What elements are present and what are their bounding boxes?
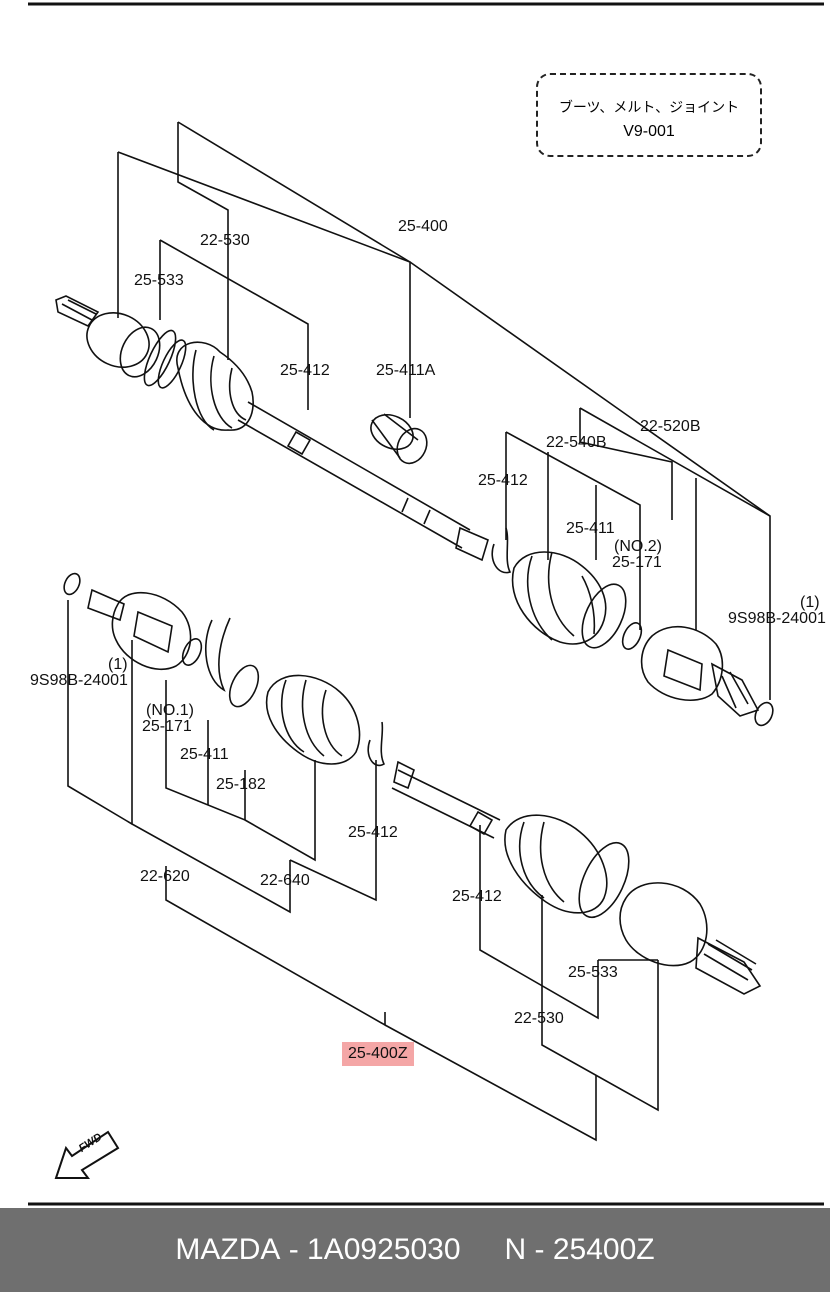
- parts-diagram: ブーツ、メルト、ジョイント V9-001 22-530 25-400 25-53…: [28, 2, 826, 1206]
- label-25-412-low2[interactable]: 25-412: [452, 888, 502, 905]
- note-code-text: V9-001: [623, 123, 675, 140]
- note-box: ブーツ、メルト、ジョイント V9-001: [536, 73, 762, 157]
- label-22-520B[interactable]: 22-520B: [640, 418, 701, 435]
- diagram-drawing: [28, 2, 824, 1206]
- note-jp-text: ブーツ、メルト、ジョイント: [558, 100, 740, 116]
- footer-brand: MAZDA: [175, 1233, 281, 1266]
- label-25-533-top[interactable]: 25-533: [134, 272, 184, 289]
- label-25-412-top[interactable]: 25-412: [280, 362, 330, 379]
- label-qty-left: (1): [108, 656, 128, 673]
- label-qty-right: (1): [800, 594, 820, 611]
- footer-part-number: 1A0925030: [307, 1233, 461, 1266]
- label-no1[interactable]: (NO.1): [146, 702, 194, 719]
- label-22-530-top[interactable]: 22-530: [200, 232, 250, 249]
- label-22-540B[interactable]: 22-540B: [546, 434, 607, 451]
- footer-sep: -: [280, 1233, 308, 1266]
- label-9S98B-left[interactable]: 9S98B-24001: [30, 672, 128, 689]
- label-25-171-left[interactable]: 25-171: [142, 718, 192, 735]
- label-22-640[interactable]: 22-640: [260, 872, 310, 889]
- label-25-171-right[interactable]: 25-171: [612, 554, 662, 571]
- fwd-arrow-icon: [54, 1130, 120, 1179]
- label-25-533-low[interactable]: 25-533: [568, 964, 618, 981]
- label-22-530-low[interactable]: 22-530: [514, 1010, 564, 1027]
- label-25-400[interactable]: 25-400: [398, 218, 448, 235]
- label-25-411-right[interactable]: 25-411: [566, 520, 615, 537]
- label-25-400Z-highlighted[interactable]: 25-400Z: [342, 1042, 414, 1066]
- footer-ref: N - 25400Z: [504, 1233, 655, 1266]
- label-25-412-mid[interactable]: 25-412: [478, 472, 528, 489]
- label-25-182[interactable]: 25-182: [216, 776, 266, 793]
- label-no2[interactable]: (NO.2): [614, 538, 662, 555]
- footer-bar: MAZDA - 1A0925030 N - 25400Z: [0, 1208, 830, 1292]
- label-9S98B-right[interactable]: 9S98B-24001: [728, 610, 826, 627]
- label-25-411A[interactable]: 25-411A: [376, 362, 436, 379]
- label-25-412-low[interactable]: 25-412: [348, 824, 398, 841]
- label-25-411-left[interactable]: 25-411: [180, 746, 229, 763]
- label-22-620[interactable]: 22-620: [140, 868, 190, 885]
